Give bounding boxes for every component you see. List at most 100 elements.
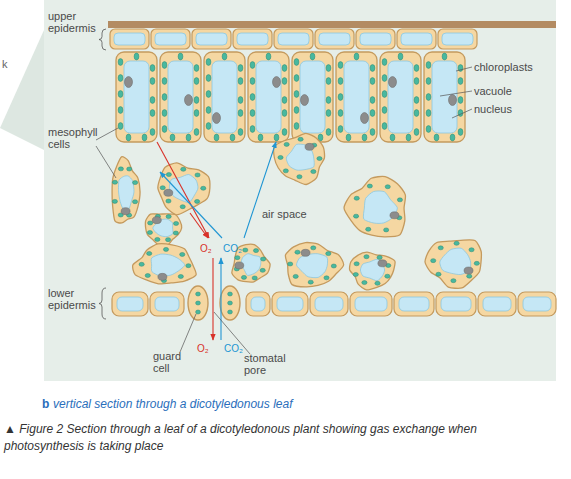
chloroplast — [206, 59, 211, 66]
chloroplast — [196, 310, 201, 314]
vacuole-shape — [360, 33, 391, 45]
palisade-cell — [380, 52, 421, 142]
part-label: nucleus — [474, 103, 512, 115]
chloroplast — [147, 251, 152, 255]
vacuole-shape — [278, 33, 309, 45]
chloroplast — [397, 198, 402, 202]
vacuole-shape — [355, 297, 387, 311]
chloroplast — [426, 62, 431, 69]
chloroplast — [431, 259, 436, 263]
chloroplast — [362, 281, 367, 285]
leader-line — [180, 314, 196, 352]
epidermal-cell — [112, 292, 148, 316]
epidermal-cell — [436, 292, 476, 316]
panel-letter: b — [42, 397, 49, 411]
nucleus-shape — [301, 249, 310, 256]
chloroplast — [326, 110, 331, 117]
spongy-cell — [344, 176, 405, 236]
chloroplast — [118, 123, 123, 130]
chloroplast — [454, 241, 459, 245]
chloroplast — [134, 53, 139, 60]
chloroplast — [294, 75, 299, 82]
vacuole-shape — [168, 61, 193, 133]
chloroplast — [162, 94, 167, 101]
nucleus-shape — [273, 77, 281, 88]
chloroplast — [166, 173, 171, 177]
nucleus-shape — [449, 95, 457, 106]
gas-flow-arrow — [212, 258, 213, 340]
chloroplast — [196, 292, 201, 296]
chloroplast — [155, 237, 160, 241]
chloroplast — [311, 246, 316, 250]
chloroplast — [458, 97, 463, 104]
chloroplast — [142, 134, 147, 141]
leader-line — [440, 91, 472, 96]
chloroplast — [390, 134, 395, 141]
nucleus-shape — [464, 267, 473, 274]
chloroplast — [384, 228, 389, 232]
chloroplast — [118, 75, 123, 82]
vacuole-shape — [388, 61, 413, 133]
epidermal-cell — [518, 292, 556, 316]
vacuole-shape — [296, 254, 327, 278]
chloroplast — [186, 134, 191, 141]
chloroplast — [214, 134, 219, 141]
chloroplast — [194, 78, 199, 85]
chloroplast — [353, 214, 358, 218]
chloroplast — [414, 110, 419, 117]
chloroplast — [326, 129, 331, 136]
chloroplast — [118, 59, 123, 66]
chloroplast — [238, 129, 243, 136]
chloroplast — [252, 276, 257, 280]
chloroplast — [150, 129, 155, 136]
chloroplast — [338, 62, 343, 69]
epidermal-cell — [356, 29, 395, 49]
chloroplast — [338, 126, 343, 133]
vacuole-shape — [399, 297, 429, 311]
chloroplast — [206, 123, 211, 130]
chloroplast — [150, 78, 155, 85]
leader-line — [96, 128, 118, 140]
chloroplast — [238, 78, 243, 85]
part-label: mesophyll cells — [48, 126, 106, 150]
nucleus-shape — [235, 262, 244, 269]
chloroplast — [112, 199, 117, 203]
chloroplast — [118, 167, 123, 171]
nucleus-shape — [164, 189, 173, 196]
cut-label: k — [2, 58, 8, 70]
gas-label: CO₂ — [224, 343, 243, 355]
chloroplast — [132, 200, 137, 204]
chloroplast — [250, 94, 255, 101]
chloroplast — [238, 97, 243, 104]
spongy-layer — [112, 133, 481, 290]
chloroplast — [282, 129, 287, 136]
vacuole-shape — [401, 33, 432, 45]
chloroplast — [353, 273, 358, 277]
epidermal-cell — [246, 292, 270, 316]
chloroplast — [145, 274, 150, 278]
spongy-cell — [133, 244, 197, 284]
chloroplast — [377, 255, 382, 259]
vacuole-shape — [151, 254, 184, 276]
chloroplast — [414, 129, 419, 136]
chloroplast — [288, 262, 293, 266]
chloroplast — [406, 134, 411, 141]
epidermal-cell — [478, 292, 516, 316]
cuticle — [108, 21, 556, 28]
gas-arrows — [157, 142, 276, 340]
nucleus-shape — [390, 212, 399, 219]
chloroplast — [370, 78, 375, 85]
nucleus-shape — [301, 95, 309, 106]
chloroplast — [451, 279, 456, 283]
part-label: stomatal pore — [244, 352, 296, 376]
vacuole-shape — [277, 297, 303, 311]
chloroplast — [331, 264, 336, 268]
spongy-cell — [350, 252, 396, 290]
chloroplast — [194, 65, 199, 72]
chloroplast — [317, 157, 322, 161]
nucleus-shape — [378, 260, 387, 267]
chloroplast — [118, 91, 123, 98]
chloroplast — [222, 53, 227, 60]
chloroplast — [173, 221, 178, 225]
